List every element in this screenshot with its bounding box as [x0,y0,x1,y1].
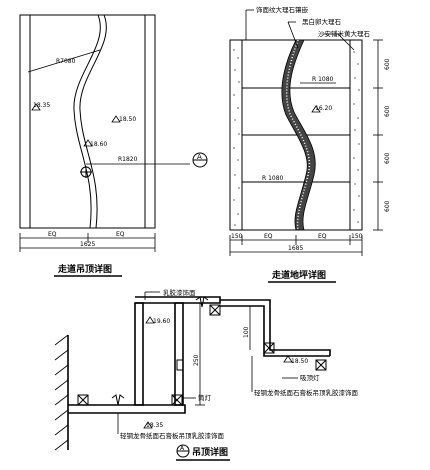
level-label-center: 18.60 [90,141,107,148]
section-marker: A [192,152,208,168]
anchor-box-top [209,304,221,316]
dim-height-label: 250 [193,354,200,366]
floor-dim-bottom-3: EQ [318,233,327,240]
note-stone-crack: 饰面纹大理石镶嵌 [256,5,309,14]
level-label-bottom: 18.35 [146,422,163,429]
dim-step-label: 100 [243,326,250,338]
floor-level-label: 16.20 [315,105,332,112]
break-line-top [195,296,209,308]
radius-label-mid: R1820 [118,156,138,163]
floor-dim-right-3: 600 [384,152,391,164]
level-mark-right-section [283,355,293,363]
downlight-section [176,359,184,371]
level-mark-left [31,103,41,111]
note-leader-2 [287,21,299,49]
ceiling-dim-total: 1625 [80,241,95,248]
floor-dim-right-1: 600 [384,58,391,70]
wall-hatch [54,334,69,451]
floor-dim-total: 1685 [288,245,303,252]
floor-border-left [229,39,243,231]
floor-plan: 饰面纹大理石镶嵌 黑白卵大理石 沙安铺米黄大理石 R 1080 R 1080 1… [229,5,391,283]
label-right-finish: 轻钢龙骨纸面石膏板吊顶乳胶漆饰面 [254,388,359,397]
section-title: 吊顶详图 [192,446,228,458]
pebble-strip-light [285,39,311,231]
radius-label-top: R7080 [56,58,76,65]
label-light: 筒灯 [198,393,212,402]
ceiling-plan: R7080 R1820 18.35 18.50 18.60 EQ EQ 1625… [19,14,190,277]
note-sand-marble: 沙安铺米黄大理石 [318,29,371,38]
anchor-box-br [171,394,183,406]
ceiling-plan-title: 走道吊顶详图 [57,263,112,275]
anchor-box-bl [77,394,89,406]
floor-dim-bottom-4: 150 [351,233,363,240]
pebble-strip [281,39,316,231]
radius-label-a: R 1080 [312,76,334,83]
anchor-box-right [315,359,327,371]
section-marker-label: A [197,153,202,161]
level-label-right-section: 18.50 [291,358,308,365]
ceiling-section: 250 100 19.60 18.50 18.35 乳胶漆饰面 吸顶灯 轻钢龙骨… [54,288,359,461]
level-label-top: 19.60 [153,318,170,325]
anchor-box-mid [263,342,275,354]
label-lamp: 吸顶灯 [300,373,320,382]
floor-level-mark [311,105,321,113]
level-mark-bottom [143,421,153,429]
section-title-marker-label: A [180,445,185,452]
ceiling-curved-edge-inner [79,14,107,229]
level-label-left: 18.35 [33,102,50,109]
ceiling-dim-eq-right: EQ [116,231,125,238]
note-pebble: 黑白卵大理石 [302,17,342,26]
level-mark-top [145,316,155,324]
floor-border-stipple [233,49,360,226]
ceiling-curved-edge-outer [73,14,101,229]
lower-ceiling-board [68,404,186,414]
level-label-right: 18.50 [119,116,136,123]
step-profile [220,299,331,356]
floor-dim-right-2: 600 [384,105,391,117]
radius-leader-top [27,49,101,73]
ceiling-dim-eq-left: EQ [48,231,57,238]
floor-dim-bottom-2: EQ [264,233,273,240]
level-mark-center [83,139,93,147]
label-bottom-finish: 轻钢龙骨纸面石膏板吊顶乳胶漆饰面 [120,431,225,440]
ceiling-drop-left [134,302,144,406]
floor-plan-title: 走道地坪详图 [271,269,326,281]
label-top-finish: 乳胶漆饰面 [163,288,196,297]
break-line-left [111,394,125,406]
floor-dim-bottom-1: 150 [231,233,243,240]
floor-dim-right-4: 600 [384,200,391,212]
note-leader-3 [337,33,355,51]
radius-label-b: R 1080 [262,175,284,182]
level-mark-right [111,115,121,123]
ceiling-drop-right [174,302,184,406]
floor-border-right [349,39,363,231]
ceiling-plan-outline [19,14,156,229]
